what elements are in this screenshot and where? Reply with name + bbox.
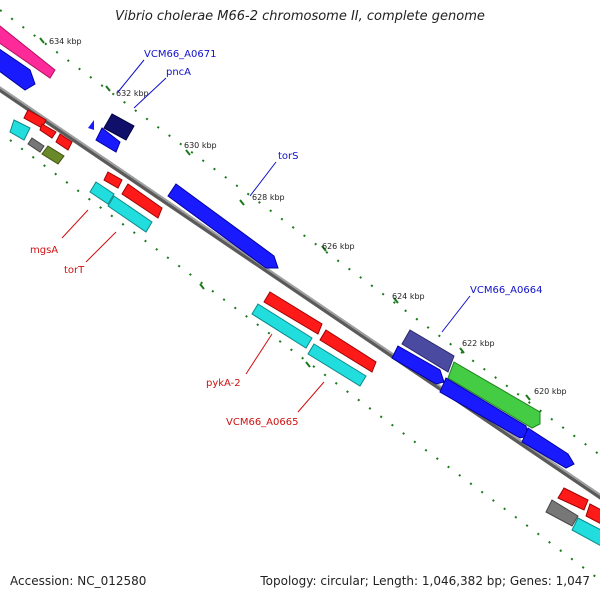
label-torS[interactable]: torS [278,151,299,162]
tick-label-628: 628 kbp [252,193,285,202]
gene-magenta[interactable] [0,22,56,79]
gene-red-bottom-2[interactable] [585,503,600,526]
gene-grey-bottom[interactable] [545,499,579,527]
gene-red-2[interactable] [39,123,57,139]
gene-torS[interactable] [167,183,279,269]
gene-pykA-2-red[interactable] [263,291,323,335]
gene-mgsA-red[interactable] [103,171,123,189]
gene-green[interactable] [447,361,541,429]
gene-blue-622a[interactable] [391,345,445,385]
forward-features[interactable] [0,22,575,469]
chromosome-backbone [0,86,600,500]
tick-label-632: 632 kbp [116,89,149,98]
tick-label-626: 626 kbp [322,242,355,251]
gene-red-bottom-1[interactable] [557,487,589,511]
tick-label-624: 624 kbp [392,292,425,301]
gene-navy[interactable] [103,113,135,141]
label-VCM66-A0665[interactable]: VCM66_A0665 [226,417,298,428]
gene-mgsA[interactable] [89,181,115,205]
tick-label-630: 630 kbp [184,141,217,150]
gene-cyan-bottom[interactable] [571,517,600,548]
gene-pncA[interactable] [95,127,121,153]
label-pncA[interactable]: pncA [166,67,191,78]
label-leader-lines [61,59,471,413]
gene-A0665-red[interactable] [319,329,377,373]
major-ticks [39,37,531,401]
gene-blue-top-left[interactable] [0,46,36,91]
accession-text: Accession: NC_012580 [10,574,147,588]
label-VCM66-A0664[interactable]: VCM66_A0664 [470,285,542,296]
label-mgsA[interactable]: mgsA [30,245,58,256]
tick-label-622: 622 kbp [462,339,495,348]
genome-summary-text: Topology: circular; Length: 1,046,382 bp… [260,574,590,588]
gene-torT[interactable] [107,195,153,233]
gene-VCM66-A0664[interactable] [401,329,455,373]
gene-blue-619[interactable] [521,427,575,469]
tick-label-634: 634 kbp [49,37,82,46]
label-pykA-2[interactable]: pykA-2 [206,378,241,389]
gene-olive[interactable] [41,145,65,165]
gene-cyan-1[interactable] [9,119,31,141]
label-torT[interactable]: torT [64,265,85,276]
tick-label-620: 620 kbp [534,387,567,396]
gene-pykA-2[interactable] [251,303,313,349]
gene-VCM66-A0665[interactable] [307,343,367,387]
gene-red-3[interactable] [55,133,73,151]
gene-grey-1[interactable] [27,137,45,153]
label-VCM66-A0671[interactable]: VCM66_A0671 [144,49,216,60]
gene-pncA-triangle[interactable] [88,120,94,130]
reverse-features[interactable] [9,109,600,548]
map-title: Vibrio cholerae M66-2 chromosome II, com… [115,9,485,24]
gene-torT-red[interactable] [121,183,163,219]
